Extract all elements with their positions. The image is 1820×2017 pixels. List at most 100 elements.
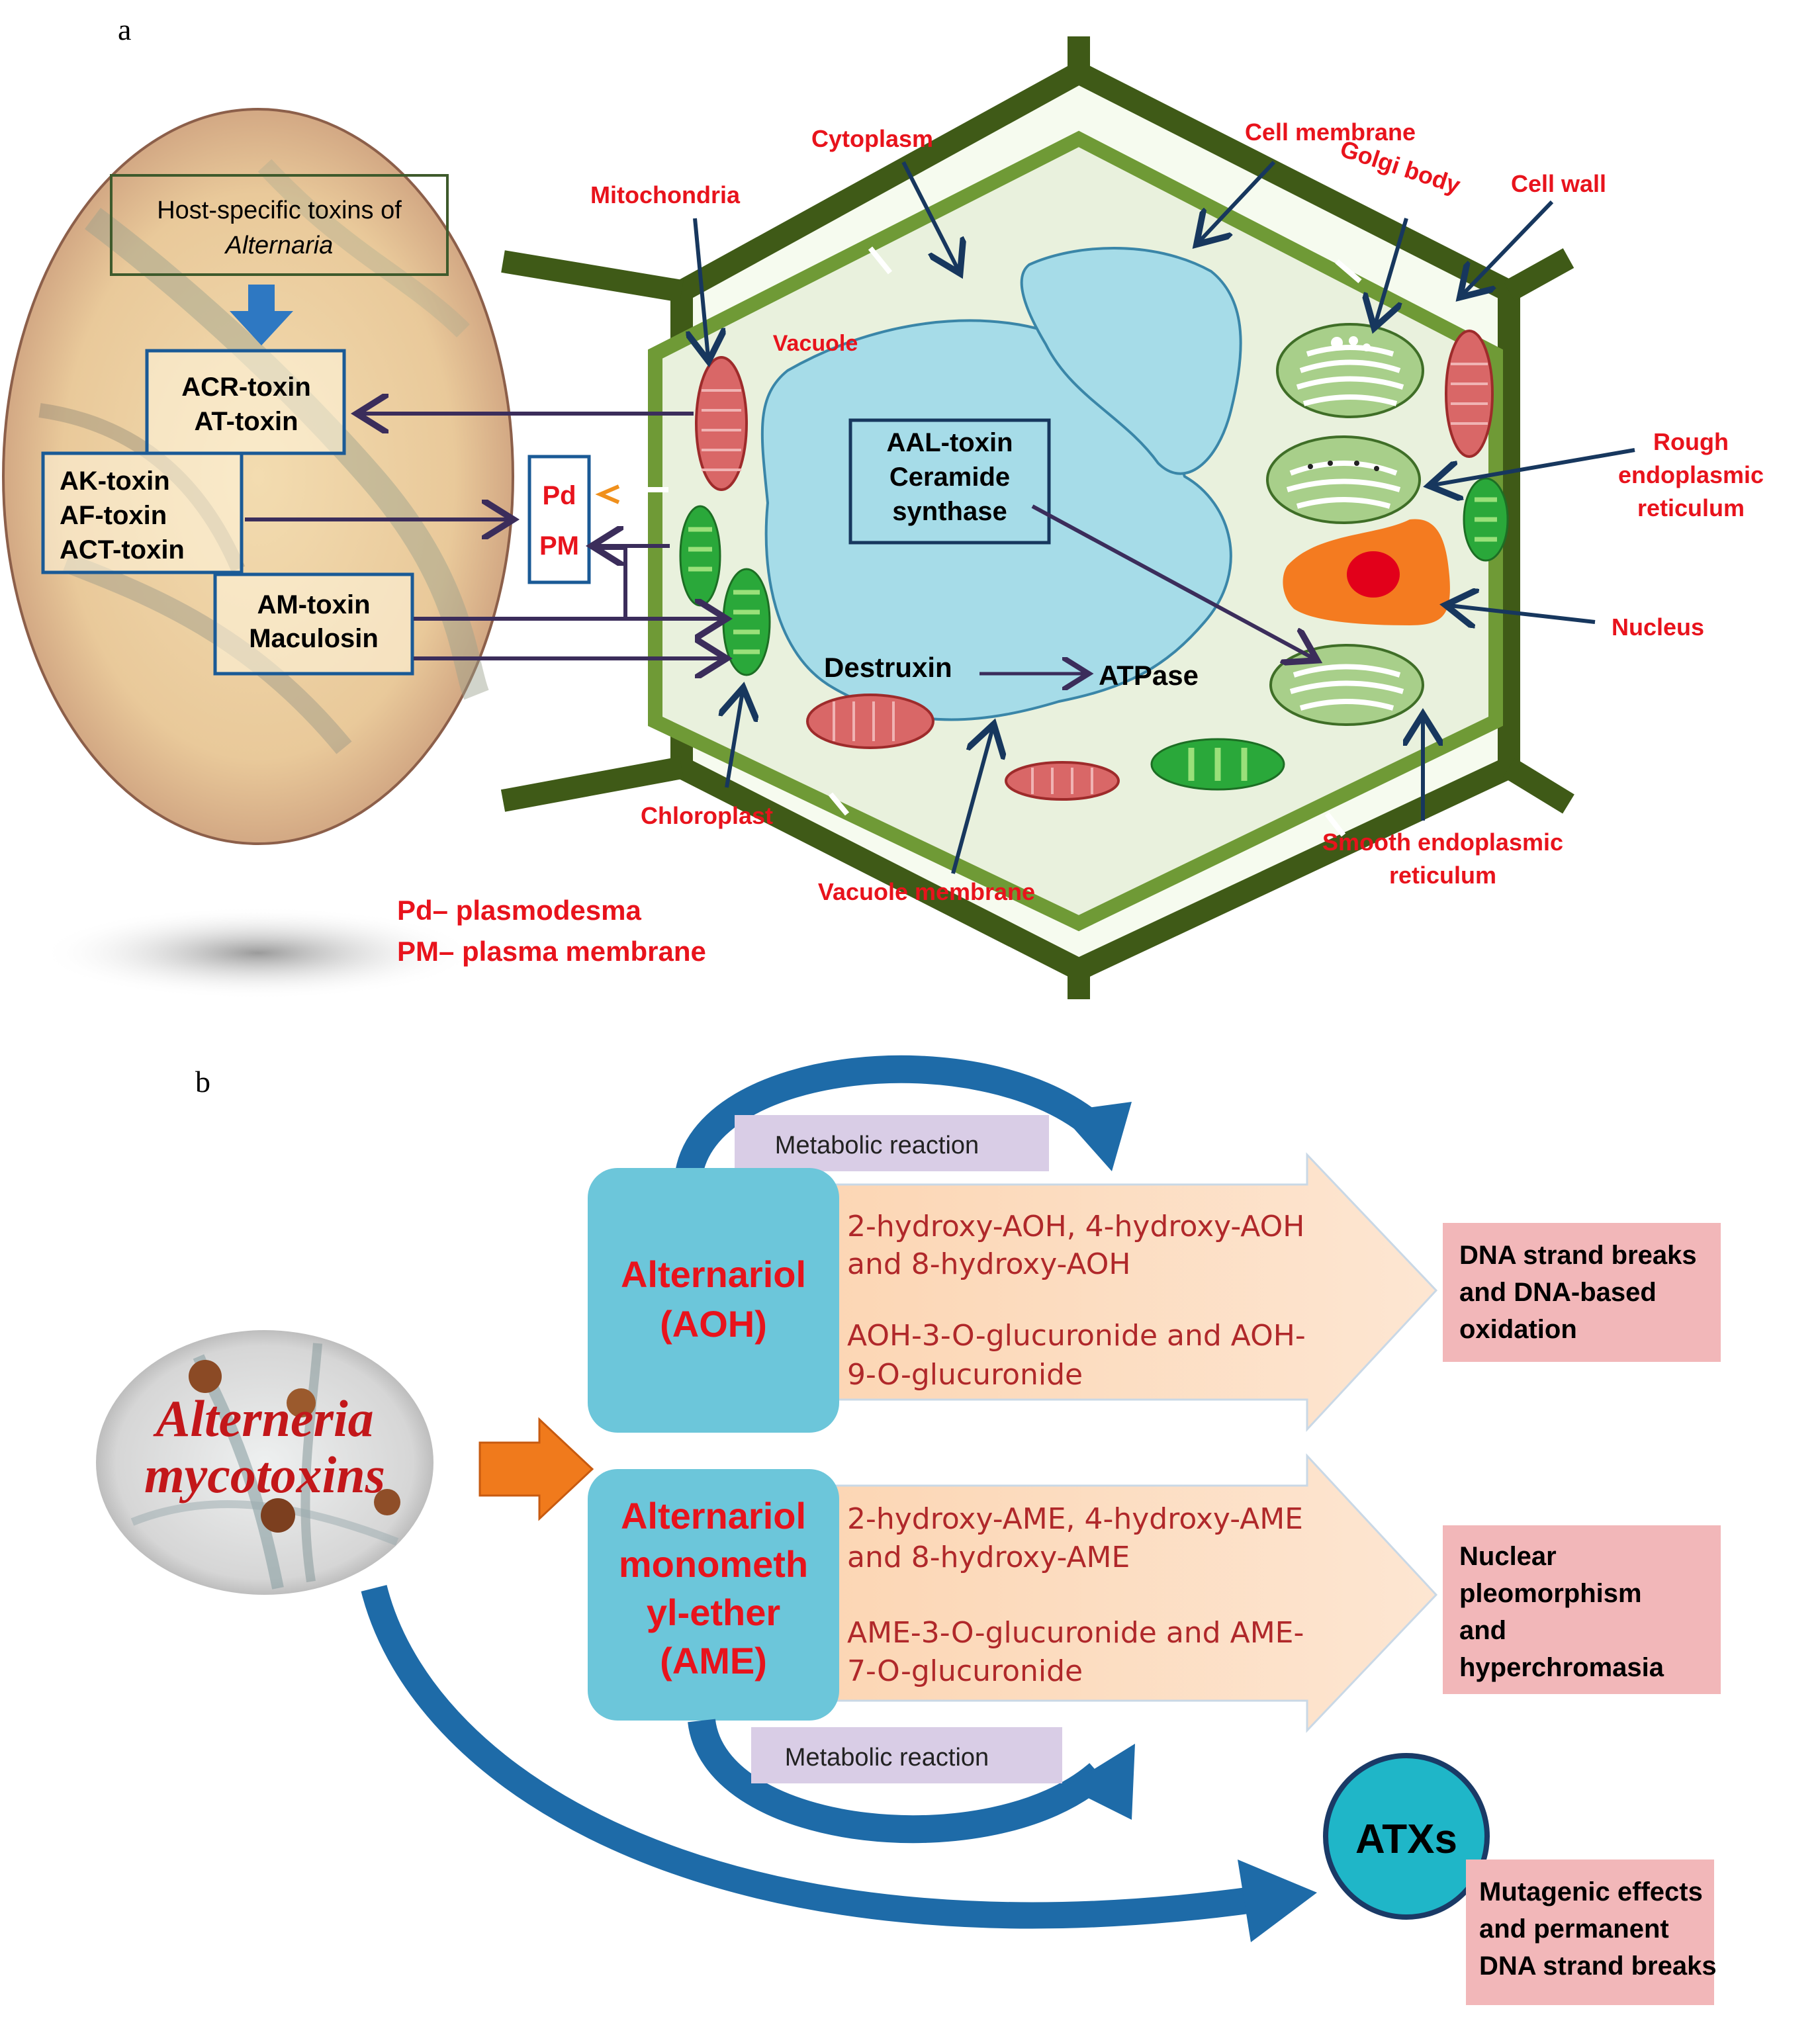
effect-atx-1: Mutagenic effects: [1479, 1877, 1703, 1906]
acr-line2: AT-toxin: [194, 407, 298, 436]
aoh-metab-1: 2-hydroxy-AOH, 4-hydroxy-AOH: [847, 1210, 1304, 1243]
mycotoxins-line2: mycotoxins: [144, 1446, 385, 1503]
cell-wall-extensions: [500, 36, 1574, 999]
pd-orange-arrow: [595, 484, 620, 504]
aoh-metab-2: and 8-hydroxy-AOH: [847, 1247, 1130, 1281]
label-smooth-er-1: Smooth endoplasmic: [1322, 829, 1563, 856]
ame-metab-4: 7-O-glucuronide: [847, 1654, 1083, 1688]
down-arrow: [230, 285, 293, 345]
ame-metab-1: 2-hydroxy-AME, 4-hydroxy-AME: [847, 1502, 1303, 1536]
panel-a-letter: a: [118, 13, 131, 46]
pd-label: Pd: [542, 481, 576, 510]
host-toxins-line1: Host-specific toxins of: [157, 197, 402, 224]
effect-ame-2: pleomorphism: [1459, 1579, 1642, 1608]
metabolic-bottom-label: Metabolic reaction: [785, 1744, 989, 1771]
ame-metab-3: AME-3-O-glucuronide and AME-: [847, 1616, 1304, 1650]
atxs-label: ATXs: [1355, 1816, 1457, 1862]
label-rough-er-1: Rough: [1653, 428, 1729, 455]
label-pointer-arrows: [695, 160, 1635, 874]
plasmodesma-gaps: [641, 246, 1362, 837]
effect-ame-box: [1443, 1525, 1721, 1694]
top-curved-arrow: [674, 1055, 1101, 1181]
pm-label: PM: [539, 531, 579, 560]
bottom-curved-arrow: [688, 1718, 1108, 1844]
chloroplast-2: [722, 568, 771, 676]
legend-pm: PM– plasma membrane: [397, 936, 706, 967]
sweep-arrow: [361, 1585, 1259, 1929]
label-cytoplasm: Cytoplasm: [811, 125, 933, 152]
aal-line3: synthase: [892, 497, 1007, 526]
upper-vacuole: [1020, 247, 1242, 475]
chloroplast-1: [679, 505, 721, 607]
mitochondrion-bottom-left: [806, 694, 934, 749]
pd-pm-box: [527, 455, 591, 584]
aal-line2: Ceramide: [889, 463, 1010, 492]
aoh-line1: Alternariol: [621, 1253, 806, 1295]
smooth-er: [1269, 644, 1424, 726]
effect-ame-1: Nuclear: [1459, 1542, 1557, 1571]
sweep-arrowhead: [1238, 1860, 1317, 1942]
toxin-arrows: [245, 414, 1314, 658]
effect-ame-3: and: [1459, 1616, 1506, 1645]
label-smooth-er-2: reticulum: [1389, 862, 1496, 889]
metabolic-top-box: [735, 1115, 1049, 1171]
host-toxins-line2: Alternaria: [224, 232, 334, 259]
mitochondrion-right: [1445, 330, 1494, 458]
label-vacuole: Vacuole: [773, 331, 858, 356]
label-mitochondria: Mitochondria: [590, 181, 741, 208]
aal-line1: AAL-toxin: [886, 428, 1013, 457]
label-vacuole-membrane: Vacuole membrane: [818, 878, 1035, 905]
aoh-line2: (AOH): [660, 1303, 767, 1345]
effect-aoh-1: DNA strand breaks: [1459, 1241, 1697, 1270]
golgi-body: [1276, 323, 1424, 418]
label-rough-er-2: endoplasmic: [1618, 461, 1764, 488]
orange-arrow: [478, 1417, 594, 1521]
aoh-box: [588, 1168, 839, 1433]
effect-aoh-2: and DNA-based: [1459, 1278, 1657, 1307]
ak-line3: ACT-toxin: [60, 535, 185, 564]
effect-atx-box: [1466, 1860, 1714, 2005]
am-line1: AM-toxin: [257, 590, 370, 619]
ak-box: [41, 451, 244, 574]
mycotoxins-line1: Alterneria: [152, 1390, 373, 1447]
atxs-circle: [1323, 1753, 1490, 1920]
label-cell-wall: Cell wall: [1511, 170, 1606, 197]
top-curved-arrowhead: [1059, 1102, 1132, 1171]
atpase-label: ATPase: [1099, 660, 1199, 691]
effect-ame-4: hyperchromasia: [1459, 1653, 1664, 1682]
label-nucleus: Nucleus: [1612, 613, 1704, 641]
chloroplast-4: [1150, 738, 1285, 791]
aoh-metabolite-band: [823, 1152, 1438, 1432]
am-line2: Maculosin: [249, 624, 379, 653]
ame-line3: yl-ether: [647, 1591, 780, 1633]
acr-box: [145, 349, 346, 455]
mitochondrion-left: [695, 356, 748, 491]
acr-line1: ACR-toxin: [181, 373, 311, 402]
metabolic-bottom-box: [751, 1727, 1062, 1783]
ame-line2: monometh: [619, 1543, 808, 1585]
nucleus: [1283, 519, 1450, 625]
ame-box: [588, 1469, 839, 1721]
effect-aoh-box: [1443, 1223, 1721, 1362]
ame-metabolite-band: [823, 1453, 1438, 1733]
effect-aoh-3: oxidation: [1459, 1315, 1577, 1344]
ame-line4: (AME): [660, 1640, 767, 1681]
host-toxins-box: [110, 174, 449, 276]
aoh-metab-3: AOH-3-O-glucuronide and AOH-: [847, 1319, 1306, 1353]
mycotoxins-photo-oval: [96, 1330, 433, 1595]
ak-line2: AF-toxin: [60, 501, 167, 530]
bottom-curved-arrowhead: [1066, 1744, 1135, 1820]
destruxin-label: Destruxin: [824, 652, 952, 683]
label-rough-er-3: reticulum: [1637, 494, 1745, 521]
ame-metab-2: and 8-hydroxy-AME: [847, 1541, 1130, 1574]
am-box: [213, 572, 414, 676]
label-chloroplast: Chloroplast: [641, 802, 773, 829]
legend-pd: Pd– plasmodesma: [397, 895, 641, 926]
rough-er: [1266, 435, 1421, 524]
ak-line1: AK-toxin: [60, 467, 170, 496]
oval-shadow: [40, 907, 477, 999]
ame-line1: Alternariol: [621, 1495, 806, 1537]
aal-box: [848, 418, 1051, 545]
effect-atx-3: DNA strand breaks: [1479, 1951, 1717, 1981]
